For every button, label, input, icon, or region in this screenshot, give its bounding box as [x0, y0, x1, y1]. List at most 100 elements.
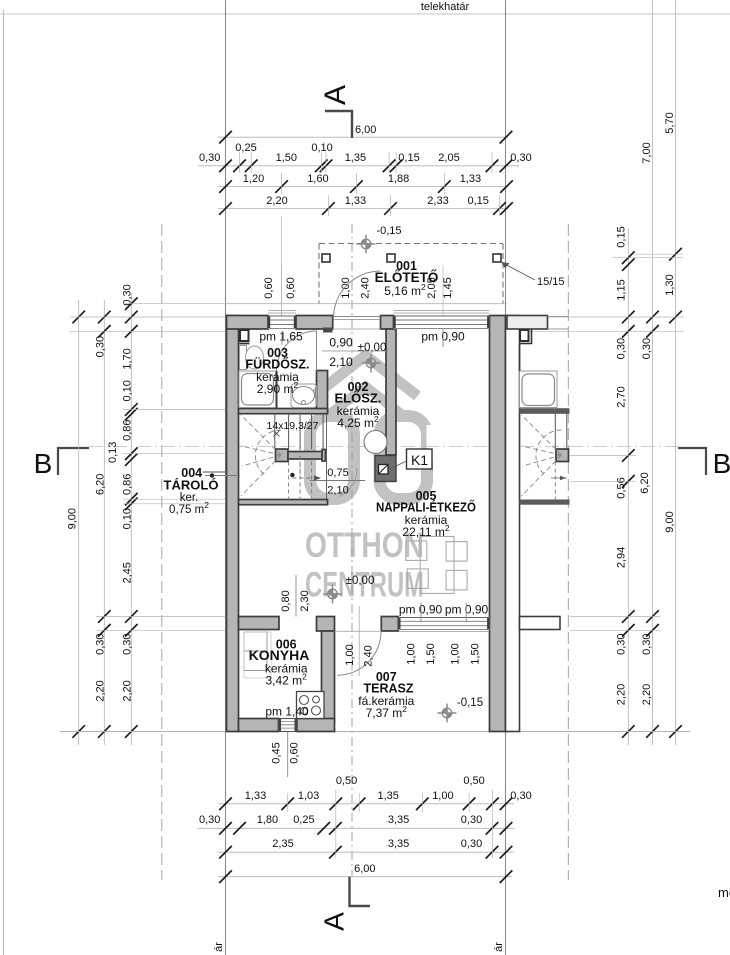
svg-text:0,50: 0,50: [336, 775, 357, 787]
svg-text:ár: ár: [213, 942, 225, 952]
svg-text:9,00: 9,00: [664, 511, 676, 532]
svg-text:0,75 m2: 0,75 m2: [169, 500, 209, 516]
svg-text:-0,15: -0,15: [457, 697, 483, 709]
svg-text:0,30: 0,30: [94, 336, 106, 357]
svg-text:4,25 m2: 4,25 m2: [337, 414, 379, 430]
svg-text:2,33: 2,33: [427, 195, 448, 207]
svg-text:1,15: 1,15: [616, 279, 628, 300]
svg-text:OTTHON: OTTHON: [305, 526, 424, 565]
svg-text:2,20: 2,20: [641, 684, 653, 705]
svg-text:telekhatár: telekhatár: [421, 1, 470, 13]
svg-text:14x19,3/27: 14x19,3/27: [267, 420, 319, 432]
svg-text:2,10: 2,10: [329, 355, 353, 369]
svg-text:6,00: 6,00: [354, 863, 375, 875]
svg-text:1,60: 1,60: [307, 173, 328, 185]
svg-text:1,30: 1,30: [664, 274, 676, 295]
svg-text:2,20: 2,20: [266, 195, 287, 207]
svg-text:1,35: 1,35: [377, 790, 398, 802]
svg-text:B: B: [34, 448, 53, 479]
svg-text:0,30: 0,30: [510, 790, 531, 802]
svg-text:2,20: 2,20: [121, 680, 133, 701]
svg-text:6,20: 6,20: [639, 472, 651, 493]
svg-text:0,15: 0,15: [398, 152, 419, 164]
svg-text:6,20: 6,20: [94, 474, 106, 495]
svg-text:004: 004: [181, 466, 202, 480]
svg-text:0,50: 0,50: [463, 775, 484, 787]
svg-text:0,13: 0,13: [107, 442, 119, 463]
svg-text:0,30: 0,30: [199, 814, 220, 826]
svg-text:1,45: 1,45: [442, 277, 454, 298]
svg-text:5,16 m2: 5,16 m2: [384, 282, 426, 298]
svg-text:2,90 m2: 2,90 m2: [257, 380, 299, 396]
svg-text:NAPPALI-ÉTKEZŐ: NAPPALI-ÉTKEZŐ: [376, 500, 476, 515]
svg-text:±0,00: ±0,00: [358, 342, 387, 354]
svg-text:3,35: 3,35: [388, 838, 409, 850]
svg-text:1,20: 1,20: [243, 173, 264, 185]
svg-text:007: 007: [376, 670, 397, 684]
svg-text:3,42 m2: 3,42 m2: [265, 672, 307, 688]
svg-text:kerámia: kerámia: [405, 513, 448, 527]
svg-text:0,86: 0,86: [121, 474, 133, 495]
svg-text:1,00: 1,00: [344, 644, 356, 665]
svg-text:2,10: 2,10: [327, 485, 348, 497]
svg-text:0,30: 0,30: [641, 338, 653, 359]
svg-text:0,60: 0,60: [285, 277, 297, 298]
svg-text:1,00: 1,00: [406, 643, 418, 664]
svg-text:2,40: 2,40: [360, 277, 372, 298]
svg-text:1,33: 1,33: [345, 195, 366, 207]
svg-text:2,45: 2,45: [121, 562, 133, 583]
svg-text:±0,00: ±0,00: [346, 575, 375, 587]
svg-text:002: 002: [348, 380, 369, 394]
svg-text:0,15: 0,15: [467, 195, 488, 207]
svg-text:0,30: 0,30: [461, 814, 482, 826]
svg-text:0,80: 0,80: [280, 590, 292, 611]
svg-text:0,30: 0,30: [199, 152, 220, 164]
svg-text:1,88: 1,88: [388, 173, 409, 185]
svg-text:1,00: 1,00: [340, 277, 352, 298]
svg-text:pm 1,40: pm 1,40: [265, 705, 309, 719]
svg-text:22,11 m2: 22,11 m2: [402, 523, 449, 539]
svg-text:1,50: 1,50: [469, 643, 481, 664]
svg-text:0,30: 0,30: [461, 838, 482, 850]
svg-text:0,30: 0,30: [641, 633, 653, 654]
svg-text:kerámia: kerámia: [256, 370, 299, 384]
svg-text:2,94: 2,94: [616, 547, 628, 568]
svg-text:fá.kerámia: fá.kerámia: [358, 694, 414, 708]
svg-text:kerámia: kerámia: [337, 404, 380, 418]
svg-text:1,00: 1,00: [449, 643, 461, 664]
svg-text:0,30: 0,30: [121, 284, 133, 305]
svg-text:pm 0,90: pm 0,90: [445, 603, 489, 617]
svg-text:7,00: 7,00: [641, 142, 653, 163]
svg-text:TERASZ: TERASZ: [364, 682, 414, 696]
svg-text:5,70: 5,70: [664, 112, 676, 133]
svg-text:0,30: 0,30: [94, 633, 106, 654]
svg-text:ELŐTETŐ: ELŐTETŐ: [375, 270, 439, 285]
svg-text:15/15: 15/15: [537, 276, 565, 288]
svg-text:1,70: 1,70: [121, 348, 133, 369]
svg-text:A: A: [319, 912, 350, 931]
svg-text:2,30: 2,30: [299, 590, 311, 611]
svg-text:pm 1,65: pm 1,65: [259, 330, 303, 344]
svg-text:9,00: 9,00: [66, 508, 78, 529]
svg-text:0,45: 0,45: [270, 742, 282, 763]
svg-text:0,10: 0,10: [311, 142, 332, 154]
svg-text:0,30: 0,30: [616, 338, 628, 359]
svg-text:2,35: 2,35: [272, 838, 293, 850]
svg-text:005: 005: [416, 489, 437, 503]
svg-text:ker.: ker.: [180, 492, 199, 504]
svg-text:ár: ár: [493, 942, 505, 952]
svg-text:me: me: [718, 885, 730, 900]
svg-text:001: 001: [396, 259, 417, 273]
svg-text:1,80: 1,80: [257, 814, 278, 826]
svg-text:2,70: 2,70: [616, 386, 628, 407]
svg-text:kerámia: kerámia: [265, 662, 308, 676]
svg-text:0,60: 0,60: [263, 277, 275, 298]
svg-text:003: 003: [267, 346, 288, 360]
svg-text:006: 006: [276, 638, 297, 652]
svg-text:7,37 m2: 7,37 m2: [366, 704, 408, 720]
svg-text:1,03: 1,03: [298, 790, 319, 802]
svg-text:0,25: 0,25: [293, 814, 314, 826]
svg-text:0,10: 0,10: [121, 508, 133, 529]
svg-text:0,30: 0,30: [616, 633, 628, 654]
svg-text:CENTRUM: CENTRUM: [305, 566, 424, 605]
